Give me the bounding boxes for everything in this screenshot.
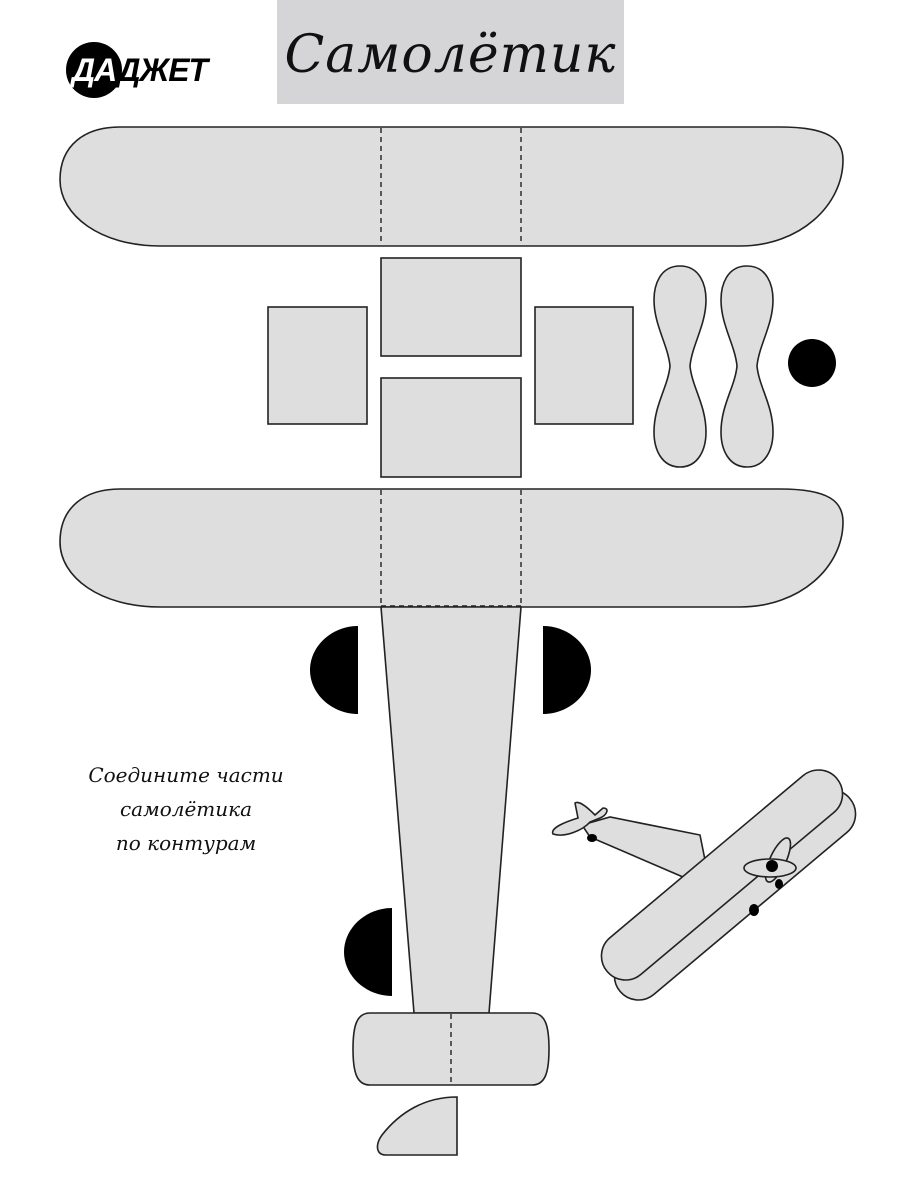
instructions-line-1: Соедините части — [88, 763, 284, 787]
center-panel-bottom — [380, 377, 522, 478]
lower-wing — [59, 488, 844, 608]
upper-wing — [59, 126, 844, 247]
wheel-half-left — [310, 626, 358, 714]
rudder — [376, 1096, 458, 1156]
title-box: Самолётик — [277, 0, 624, 104]
propeller-hub — [788, 339, 836, 387]
assembled-airplane-illustration — [551, 769, 857, 1001]
logo-text-rest: ДЖЕТ — [117, 52, 208, 88]
wheel-half-bottom — [344, 908, 392, 996]
logo-circle — [66, 42, 122, 98]
tailplane — [352, 1012, 550, 1086]
page-title: Самолётик — [284, 25, 617, 85]
propeller-blade-2 — [720, 265, 774, 468]
instructions-line-3: по контурам — [115, 831, 257, 855]
side-panel-right — [534, 306, 634, 425]
side-panel-left — [267, 306, 368, 425]
logo-text-inverse: ДА — [72, 52, 118, 88]
instructions-text: Соедините части самолётика по контурам — [80, 758, 292, 860]
center-panel-top — [380, 257, 522, 357]
fuselage — [380, 606, 522, 1014]
wheel-half-right — [543, 626, 591, 714]
instructions-line-2: самолётика — [119, 797, 253, 821]
logo-text: ДАДЖЕТ — [72, 52, 208, 89]
propeller-blade-1 — [653, 265, 707, 468]
